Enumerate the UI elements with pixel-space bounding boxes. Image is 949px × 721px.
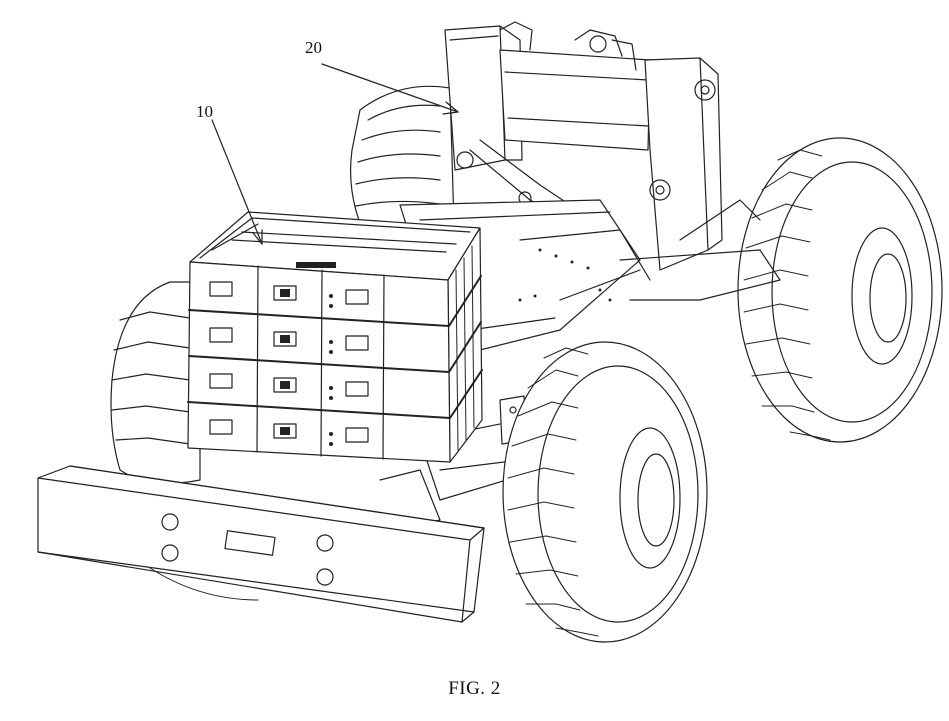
front-bumper: [38, 466, 484, 622]
reference-numeral-frame: 20: [305, 38, 322, 58]
front-left-wheel: [111, 282, 200, 483]
rear-right-wheel: [738, 138, 942, 442]
reference-numeral-battery-pack: 10: [196, 102, 213, 122]
figure-caption: FIG. 2: [0, 678, 949, 700]
front-right-wheel: [503, 342, 707, 642]
battery-pack: [188, 212, 482, 462]
